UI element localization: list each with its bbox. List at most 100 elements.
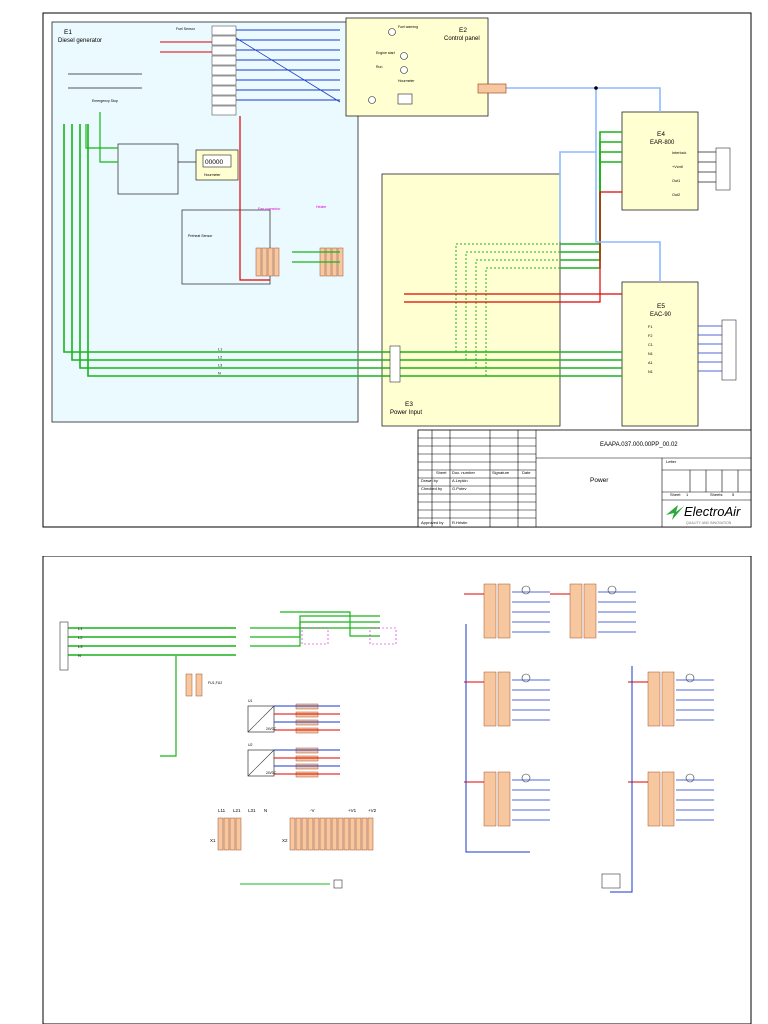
electroair-logo: ElectroAir QUALITY AND INNOVATION — [666, 504, 741, 525]
dashed-tap-wire — [475, 259, 560, 368]
psu-u2-type: 24VDC — [266, 771, 277, 775]
e2-item-run: Run — [376, 65, 382, 69]
terminal-group — [483, 771, 497, 827]
terminal-block — [307, 817, 314, 851]
terminal-group — [497, 771, 511, 827]
header-sheet: Sheet — [436, 470, 447, 475]
motor-icon — [685, 773, 695, 783]
terminal-block — [367, 817, 374, 851]
sheet-label: Sheet — [670, 492, 681, 497]
terminal-group — [583, 583, 597, 639]
psu-output-fuse — [295, 755, 319, 762]
fuse-label: FU1,FU2 — [208, 681, 222, 685]
lamp-icon — [388, 28, 396, 36]
wire — [560, 131, 622, 245]
fuse-icon — [195, 673, 203, 697]
terminal-block — [223, 817, 230, 851]
e5-id: E5 — [657, 303, 665, 310]
comm-bus-wire — [595, 152, 661, 282]
preheat-label: Preheat Sensor — [188, 234, 213, 238]
psu-diagonal — [247, 749, 275, 777]
terminal-group — [497, 583, 511, 639]
e2-item-fuel: Fuel warning — [398, 25, 418, 29]
name-checked: G.Potev — [452, 486, 466, 491]
power-input-terminal-strip — [389, 345, 401, 383]
logo-swoosh-icon — [666, 505, 684, 520]
relay-coil-icon — [333, 879, 343, 889]
e4-block — [621, 111, 699, 211]
e5-name: EAC-90 — [650, 312, 672, 318]
terminal-cell — [211, 105, 237, 116]
role-checked: Checked by — [421, 486, 442, 491]
e4-terminal-label: +Vcntl — [672, 165, 683, 169]
e2-item-hourmeter: Hourmeter — [398, 79, 415, 83]
header-plus-v2: +V2 — [368, 808, 377, 813]
header-plus-v1: +V1 — [348, 808, 357, 813]
phase-label: L1 — [218, 348, 222, 352]
wire — [87, 124, 390, 377]
terminal-group — [647, 771, 661, 827]
terminal-cell — [211, 65, 237, 76]
psu-u2-label: U2 — [248, 743, 253, 747]
terminal-block — [313, 817, 320, 851]
sheets-label: Sheets — [710, 492, 722, 497]
e1-name: Diesel generator — [58, 38, 102, 44]
terminal-block — [331, 817, 338, 851]
terminal-block — [301, 817, 308, 851]
terminal-group — [569, 583, 583, 639]
e3-block — [381, 173, 561, 427]
name-drawn: A.Lepkin — [452, 478, 468, 483]
output-connector — [715, 147, 731, 191]
generator-terminal-strip — [211, 25, 344, 277]
header-signature: Signature — [492, 470, 510, 475]
e3-name: Power Input — [390, 410, 422, 416]
psu-output-fuse — [295, 719, 319, 726]
preheat-subpanel — [181, 209, 271, 285]
heater-label: Heater — [316, 205, 327, 209]
e5-terminal-label: C1 — [648, 343, 653, 347]
wire — [404, 191, 622, 303]
sheet2-labels: L1 L2 L3 N FU1,FU2 U1 U2 24VDC 24VDC L11… — [78, 626, 377, 843]
e2-item-start: Engine start — [376, 51, 395, 55]
input-line-n: N — [78, 653, 81, 658]
output-connector — [721, 319, 737, 381]
comm-bus-wire — [596, 87, 661, 112]
terminal-block — [261, 247, 268, 277]
e4-terminal-label: Interlock — [672, 151, 686, 155]
lamp-icon — [368, 96, 376, 104]
hourmeter-display — [202, 154, 232, 168]
header-doc-number: Doc. number — [452, 470, 476, 475]
fuse-icon — [185, 673, 193, 697]
lamp-icon — [400, 52, 408, 60]
terminal-block — [355, 817, 362, 851]
connector-xp1 — [477, 83, 507, 94]
psu-output-fuse — [295, 747, 319, 754]
e2-id: E2 — [459, 27, 467, 34]
terminal-block — [325, 817, 332, 851]
psu-u1-label: U1 — [248, 699, 253, 703]
terminal-group — [647, 671, 661, 727]
terminal-block — [343, 817, 350, 851]
distribution-wire — [250, 627, 380, 647]
hourmeter-icon — [397, 93, 413, 105]
e4-terminal-label: Out1 — [672, 179, 680, 183]
header-minus-v: -V — [310, 808, 315, 813]
terminal-group — [483, 583, 497, 639]
document-code: EAAPA.037.000.00PP_00.02 — [600, 442, 678, 448]
motor-icon — [521, 773, 531, 783]
psu-u1-type: 24VDC — [266, 727, 277, 731]
terminal-cell — [211, 55, 237, 66]
terminal-block — [229, 817, 236, 851]
document-title: Power — [590, 477, 609, 484]
fan-connector-label: Fan connector — [258, 207, 281, 211]
distribution-schematic: L1 L2 L3 N FU1,FU2 U1 U2 24VDC 24VDC L11… — [42, 556, 752, 1024]
psu-output-fuse — [295, 727, 319, 734]
header-l11: L11 — [218, 808, 226, 813]
logo-text: ElectroAir — [684, 504, 741, 519]
green-wire — [99, 112, 118, 163]
hourmeter-value: 00000 — [205, 159, 223, 166]
relay-panel — [117, 143, 179, 195]
terminal-cell — [211, 45, 237, 56]
e1-id: E1 — [64, 29, 72, 36]
